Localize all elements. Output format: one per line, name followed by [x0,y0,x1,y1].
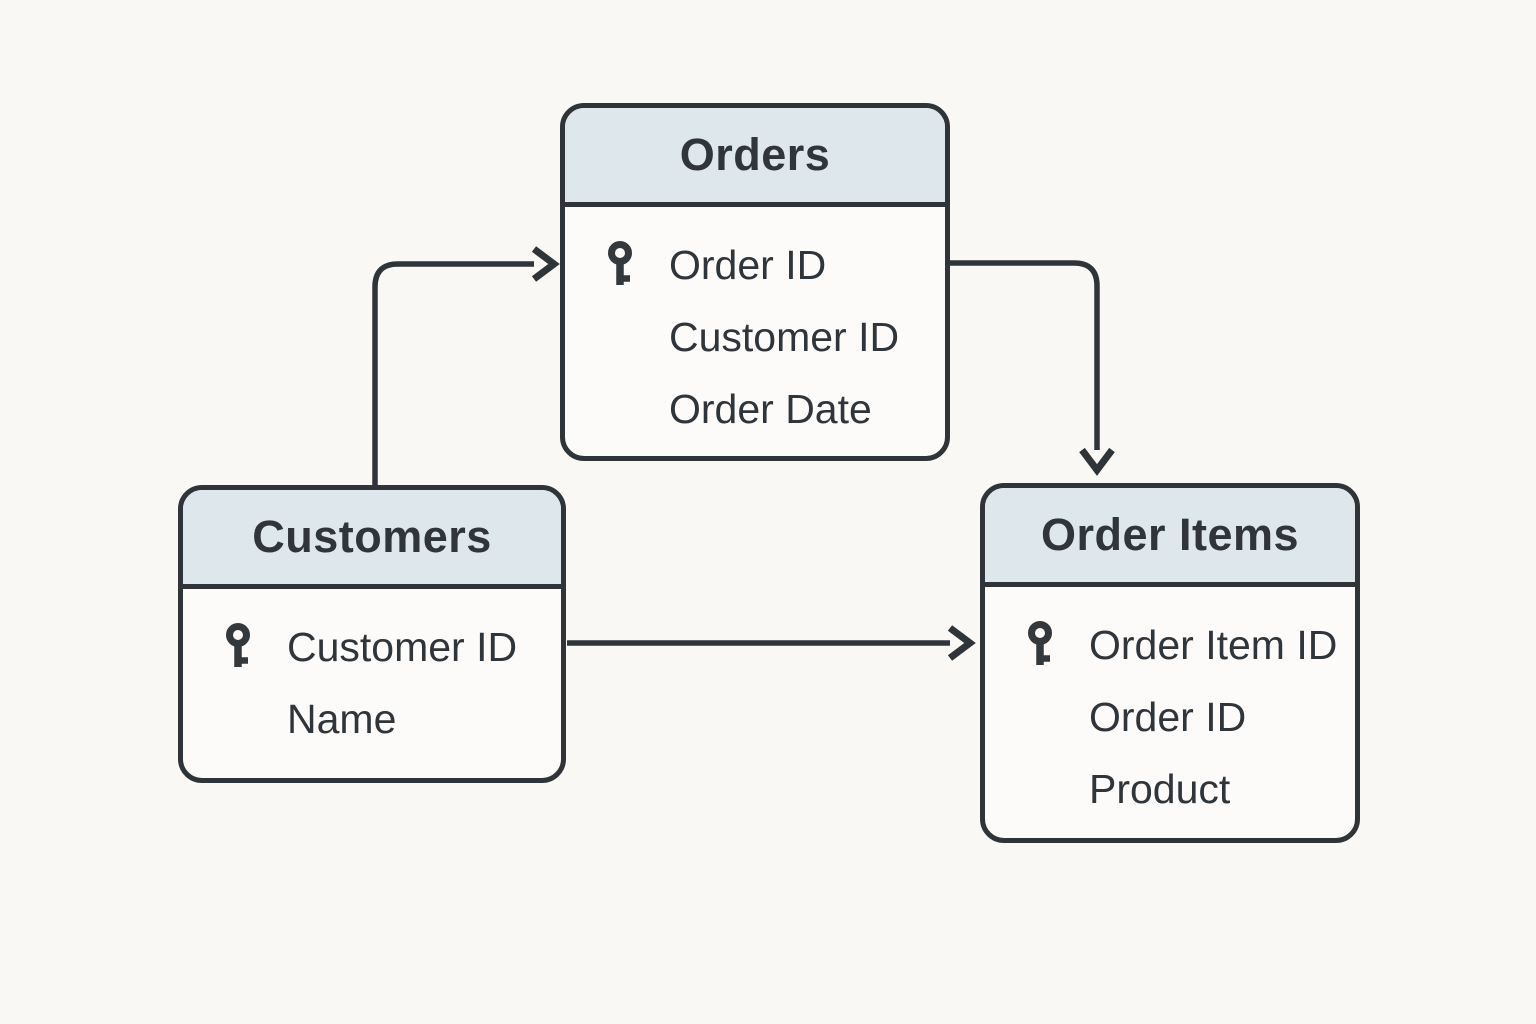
field-row: Product [1023,753,1355,825]
key-spacer [221,695,255,743]
arrowhead-down-icon [1079,447,1115,476]
key-spacer [1023,765,1057,813]
field-row: Order Date [603,373,945,445]
entity-orders-fields: Order ID Customer ID Order Date [565,207,945,445]
field-row: Customer ID [603,301,945,373]
entity-order-items-header: Order Items [985,488,1355,587]
connector-customers-orders [372,246,560,486]
entity-customers-fields: Customer ID Name [183,589,561,755]
key-icon [1023,621,1057,669]
key-icon [603,241,637,289]
field-row: Order ID [603,229,945,301]
entity-order-items-fields: Order Item ID Order ID Product [985,587,1355,825]
field-label: Order ID [669,241,827,288]
key-spacer [603,313,637,361]
field-label: Product [1089,765,1231,812]
field-label: Customer ID [669,313,900,360]
field-label: Order Date [669,385,872,432]
connector-customers-orderitems [567,625,976,661]
entity-title: Orders [679,129,831,180]
arrowhead-right-icon [531,246,560,282]
field-row: Order ID [1023,681,1355,753]
entity-orders: Orders Order ID Customer ID Order [560,103,950,461]
connector-orders-orderitems [946,260,1115,476]
field-row: Order Item ID [1023,609,1355,681]
key-icon [221,623,255,671]
entity-title: Order Items [1040,509,1300,560]
field-row: Name [221,683,561,755]
field-row: Customer ID [221,611,561,683]
entity-customers-header: Customers [183,490,561,589]
entity-order-items: Order Items Order Item ID Order ID [980,483,1360,843]
entity-orders-header: Orders [565,108,945,207]
field-label: Order Item ID [1089,621,1338,668]
field-label: Order ID [1089,693,1247,740]
field-label: Customer ID [287,623,518,670]
key-spacer [603,385,637,433]
key-spacer [1023,693,1057,741]
field-label: Name [287,695,397,742]
arrowhead-right-icon [947,625,976,661]
entity-customers: Customers Customer ID Name [178,485,566,783]
entity-title: Customers [252,511,492,562]
